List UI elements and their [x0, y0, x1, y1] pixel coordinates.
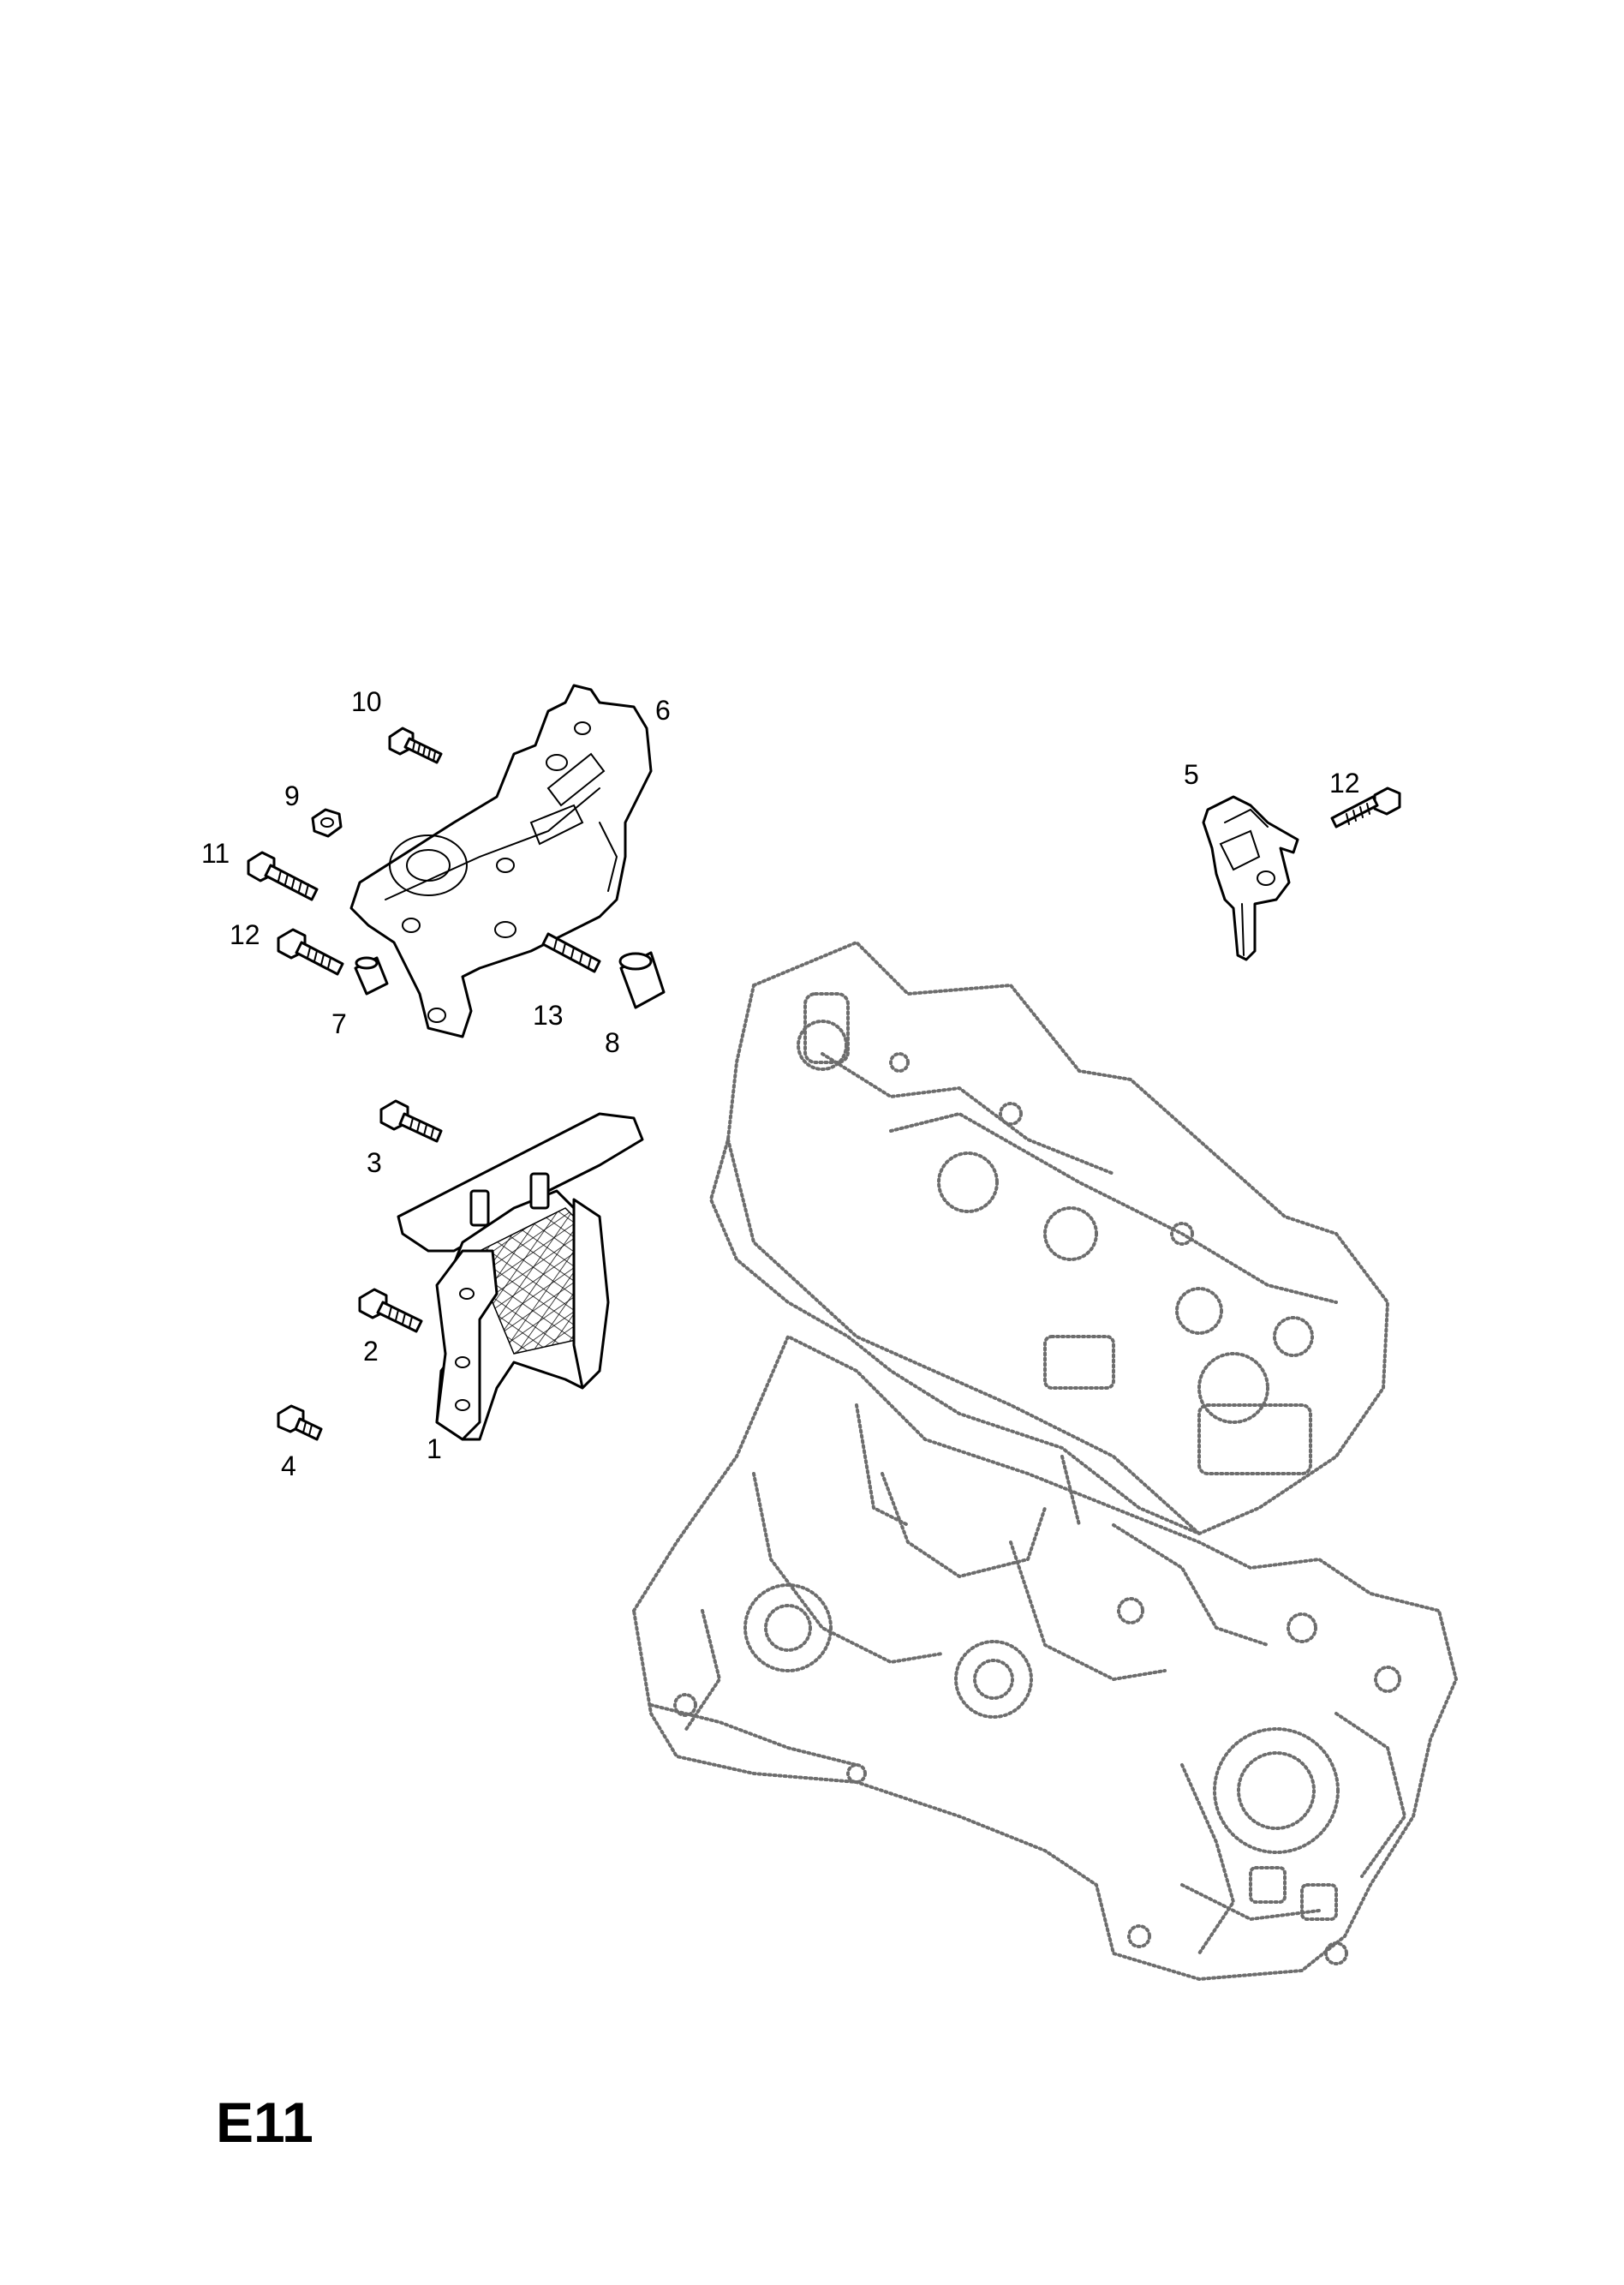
callout-4: 4 — [281, 1451, 296, 1481]
callout-11: 11 — [201, 838, 230, 869]
bolt-part-4 — [277, 1404, 323, 1441]
page-code: E11 — [216, 2091, 313, 2154]
stud-part-13 — [541, 932, 601, 973]
callout-12-left: 12 — [230, 919, 260, 950]
sensor-part-5 — [1202, 795, 1299, 961]
callout-1: 1 — [427, 1433, 442, 1464]
sleeve-part-8 — [618, 951, 666, 1009]
nut-part-9 — [311, 808, 343, 838]
callout-10: 10 — [351, 686, 382, 717]
sleeve-part-7 — [354, 956, 389, 996]
callout-3: 3 — [367, 1147, 382, 1178]
bolt-part-2 — [358, 1288, 423, 1333]
bolt-part-12-right — [1330, 787, 1401, 828]
callout-12-right: 12 — [1329, 768, 1360, 799]
callout-13: 13 — [533, 1000, 564, 1031]
bracket-part-6 — [349, 684, 653, 1038]
bolt-part-12-left — [277, 928, 344, 976]
callouts: 10 6 9 11 12 7 13 8 3 2 1 4 5 12 — [201, 686, 1360, 1481]
bolt-part-10 — [388, 727, 443, 764]
engine-block-outline — [631, 940, 1459, 1982]
callout-8: 8 — [605, 1027, 620, 1058]
bolt-part-3 — [379, 1099, 443, 1143]
callout-6: 6 — [655, 695, 671, 726]
callout-2: 2 — [363, 1336, 379, 1367]
callout-5: 5 — [1184, 759, 1199, 790]
callout-7: 7 — [331, 1008, 347, 1039]
screen-part-1 — [397, 1112, 644, 1441]
bolt-part-11 — [247, 851, 319, 901]
callout-9: 9 — [284, 781, 300, 811]
